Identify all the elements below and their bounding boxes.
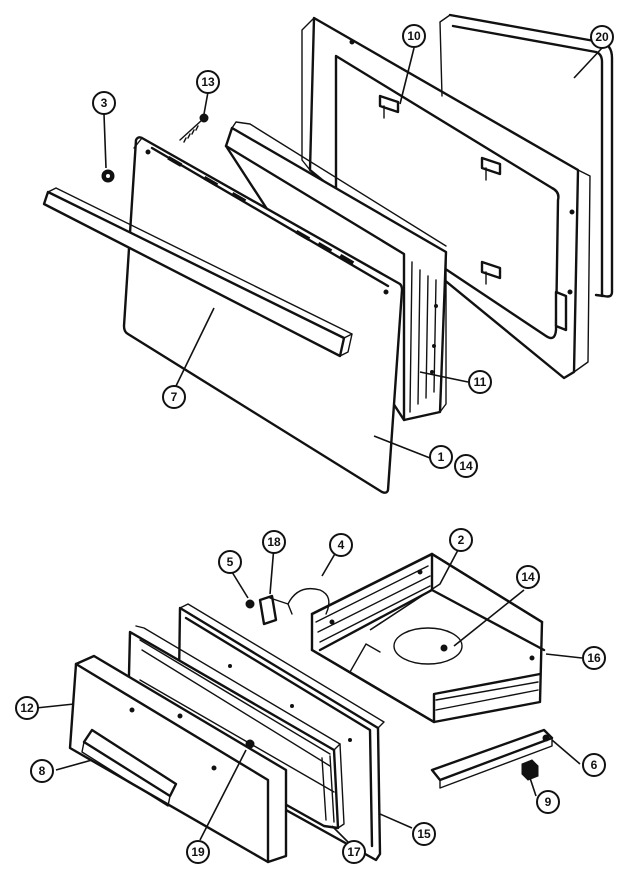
callout-9: 9 — [536, 790, 560, 814]
door-gasket — [439, 13, 614, 298]
liner-clip-upper — [378, 94, 400, 119]
callout-16: 16 — [582, 646, 606, 670]
callout-14-drawer: 14 — [516, 565, 540, 589]
handle-nut — [101, 169, 115, 183]
liner-clip-lower — [480, 260, 502, 285]
leader-lines — [35, 47, 603, 843]
callout-label: 10 — [407, 29, 421, 43]
drawer-glide — [430, 728, 554, 789]
callout-5: 5 — [218, 550, 242, 574]
callout-label: 11 — [474, 375, 487, 389]
callout-label: 13 — [201, 75, 215, 89]
callout-label: 14 — [459, 459, 473, 473]
inner-door-liner — [301, 16, 591, 380]
callout-label: 8 — [39, 764, 46, 778]
drawer-screw — [245, 739, 255, 749]
callout-label: 12 — [20, 701, 34, 715]
callout-20: 20 — [590, 25, 614, 49]
callout-8: 8 — [30, 759, 54, 783]
callout-label: 18 — [267, 535, 281, 549]
callout-10: 10 — [402, 24, 426, 48]
callout-15: 15 — [412, 822, 436, 846]
callout-label: 5 — [227, 555, 234, 569]
callout-7: 7 — [162, 385, 186, 409]
bracket-nut — [245, 599, 255, 609]
door-screw — [179, 113, 209, 143]
callout-4: 4 — [329, 533, 353, 557]
liner-clip-middle — [480, 156, 502, 181]
callout-label: 16 — [587, 651, 601, 665]
callout-label: 14 — [521, 570, 535, 584]
callout-label: 19 — [191, 845, 205, 859]
callout-13: 13 — [196, 70, 220, 94]
callout-label: 6 — [591, 758, 598, 772]
callout-12: 12 — [15, 696, 39, 720]
callout-label: 17 — [347, 845, 361, 859]
callout-label: 1 — [438, 450, 445, 464]
callout-label: 7 — [171, 390, 178, 404]
callout-1: 1 — [429, 445, 453, 469]
callout-18: 18 — [262, 530, 286, 554]
drawer-front — [68, 654, 288, 864]
glide-bumper — [521, 759, 539, 781]
callout-label: 2 — [458, 533, 465, 547]
callout-label: 15 — [417, 827, 431, 841]
callout-2: 2 — [449, 528, 473, 552]
callout-label: 9 — [545, 795, 552, 809]
callout-3: 3 — [92, 91, 116, 115]
callout-6: 6 — [582, 753, 606, 777]
callout-19: 19 — [186, 840, 210, 864]
drawer-body — [310, 552, 546, 724]
callout-11: 11 — [468, 370, 492, 394]
callout-17: 17 — [342, 840, 366, 864]
callout-14-door: 14 — [454, 454, 478, 478]
callout-label: 3 — [101, 96, 108, 110]
door-handle — [42, 187, 353, 358]
drawer-wire — [287, 587, 330, 615]
callout-label: 4 — [338, 538, 345, 552]
drawer-handle — [81, 728, 178, 807]
callout-label: 20 — [595, 30, 609, 44]
drawer-bracket — [258, 594, 293, 626]
